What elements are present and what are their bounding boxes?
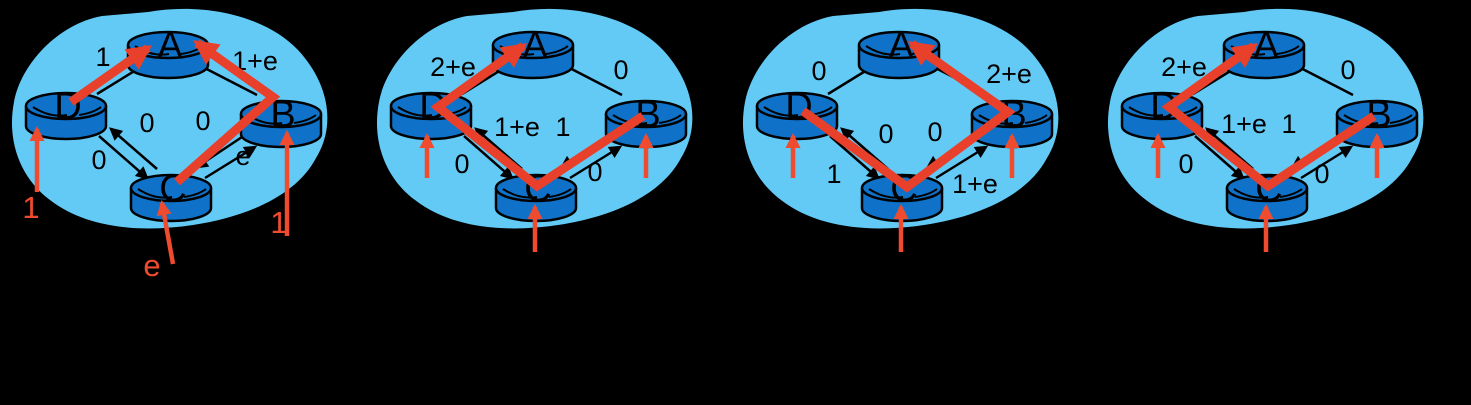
- link-cost-bottom-left: 1: [826, 159, 841, 189]
- link-cost-bottom-right: 0: [1314, 159, 1329, 189]
- router-rim-left: [1128, 106, 1164, 117]
- router-rim-left: [865, 45, 901, 56]
- as-cloud: [376, 8, 693, 229]
- router-rim-right: [1024, 114, 1048, 124]
- link-arrow: [569, 145, 623, 180]
- link-cost-top-left: 2+e: [430, 52, 476, 82]
- link-cost-top-left: 1: [95, 42, 110, 72]
- router-B: B: [1335, 94, 1419, 149]
- link-cost-bottom-left: 0: [91, 145, 106, 175]
- link-arrow: [935, 145, 989, 180]
- as-cloud: [742, 8, 1059, 229]
- traffic-path-d-c-b-a: [800, 40, 1016, 193]
- as-cloud: [1107, 8, 1424, 229]
- link-arrow: [829, 135, 880, 180]
- router-rim-right: [183, 188, 207, 198]
- link-cost-mid-right: 1: [1281, 109, 1296, 139]
- link-cost-bottom-right: e: [235, 141, 250, 171]
- traffic-path-d-a: [68, 44, 153, 106]
- link-cost-mid-left: 0: [878, 119, 893, 149]
- pointer-label-C: e: [143, 248, 160, 283]
- pointer-arrow-C: [156, 200, 176, 265]
- link-cost-top-right: 0: [613, 55, 628, 85]
- link-arrow: [463, 135, 514, 180]
- router-rim-left: [763, 106, 799, 117]
- link-arrow: [109, 127, 158, 170]
- link-arrow: [98, 135, 149, 180]
- link-arrow: [1300, 145, 1354, 180]
- link-cost-top-right: 2+e: [986, 59, 1032, 89]
- as-cloud: [11, 8, 328, 229]
- link-cost-bottom-left: 0: [454, 149, 469, 179]
- pointer-label-D: 1: [22, 190, 39, 225]
- link-arrow: [1194, 135, 1245, 180]
- link-cost-mid-right: 0: [927, 117, 942, 147]
- link-cost-mid-right: 1: [555, 112, 570, 142]
- traffic-path-b-c-d-a: [1161, 42, 1377, 192]
- router-rim-left: [868, 188, 904, 199]
- link-cost-mid-left: 1+e: [494, 112, 540, 142]
- router-rim-right: [658, 114, 682, 124]
- router-label-A: A: [157, 25, 183, 67]
- traffic-path-c-b-a: [174, 39, 281, 186]
- router-D: D: [24, 86, 108, 141]
- pointer-label-B: 1: [270, 205, 287, 240]
- router-rim-right: [78, 106, 102, 116]
- router-rim-left: [137, 188, 173, 199]
- router-label-A: A: [1253, 25, 1279, 67]
- traffic-path-b-c-d-a: [430, 42, 646, 192]
- link-cost-bottom-right: 0: [587, 157, 602, 187]
- link-cost-bottom-left: 0: [1178, 149, 1193, 179]
- link-arrow: [204, 145, 258, 180]
- router-rim-left: [1233, 188, 1269, 199]
- link-cost-mid-right: 0: [195, 106, 210, 136]
- link-cost-bottom-right: 1+e: [952, 169, 998, 199]
- link-cost-mid-left: 0: [139, 108, 154, 138]
- link-cost-top-right: 0: [1340, 55, 1355, 85]
- router-rim-right: [545, 45, 569, 55]
- router-rim-right: [1276, 45, 1300, 55]
- router-rim-left: [32, 106, 68, 117]
- router-rim-right: [293, 114, 317, 124]
- router-rim-left: [502, 188, 538, 199]
- link-cost-top-left: 0: [811, 56, 826, 86]
- router-rim-left: [397, 106, 433, 117]
- router-rim-right: [1389, 114, 1413, 124]
- router-rim-right: [1279, 188, 1303, 198]
- link-cost-top-left: 2+e: [1161, 52, 1207, 82]
- router-rim-right: [914, 188, 938, 198]
- router-rim-right: [548, 188, 572, 198]
- router-label-D: D: [785, 86, 812, 128]
- link-cost-mid-left: 1+e: [1221, 109, 1267, 139]
- router-label-A: A: [888, 25, 914, 67]
- router-label-A: A: [522, 25, 548, 67]
